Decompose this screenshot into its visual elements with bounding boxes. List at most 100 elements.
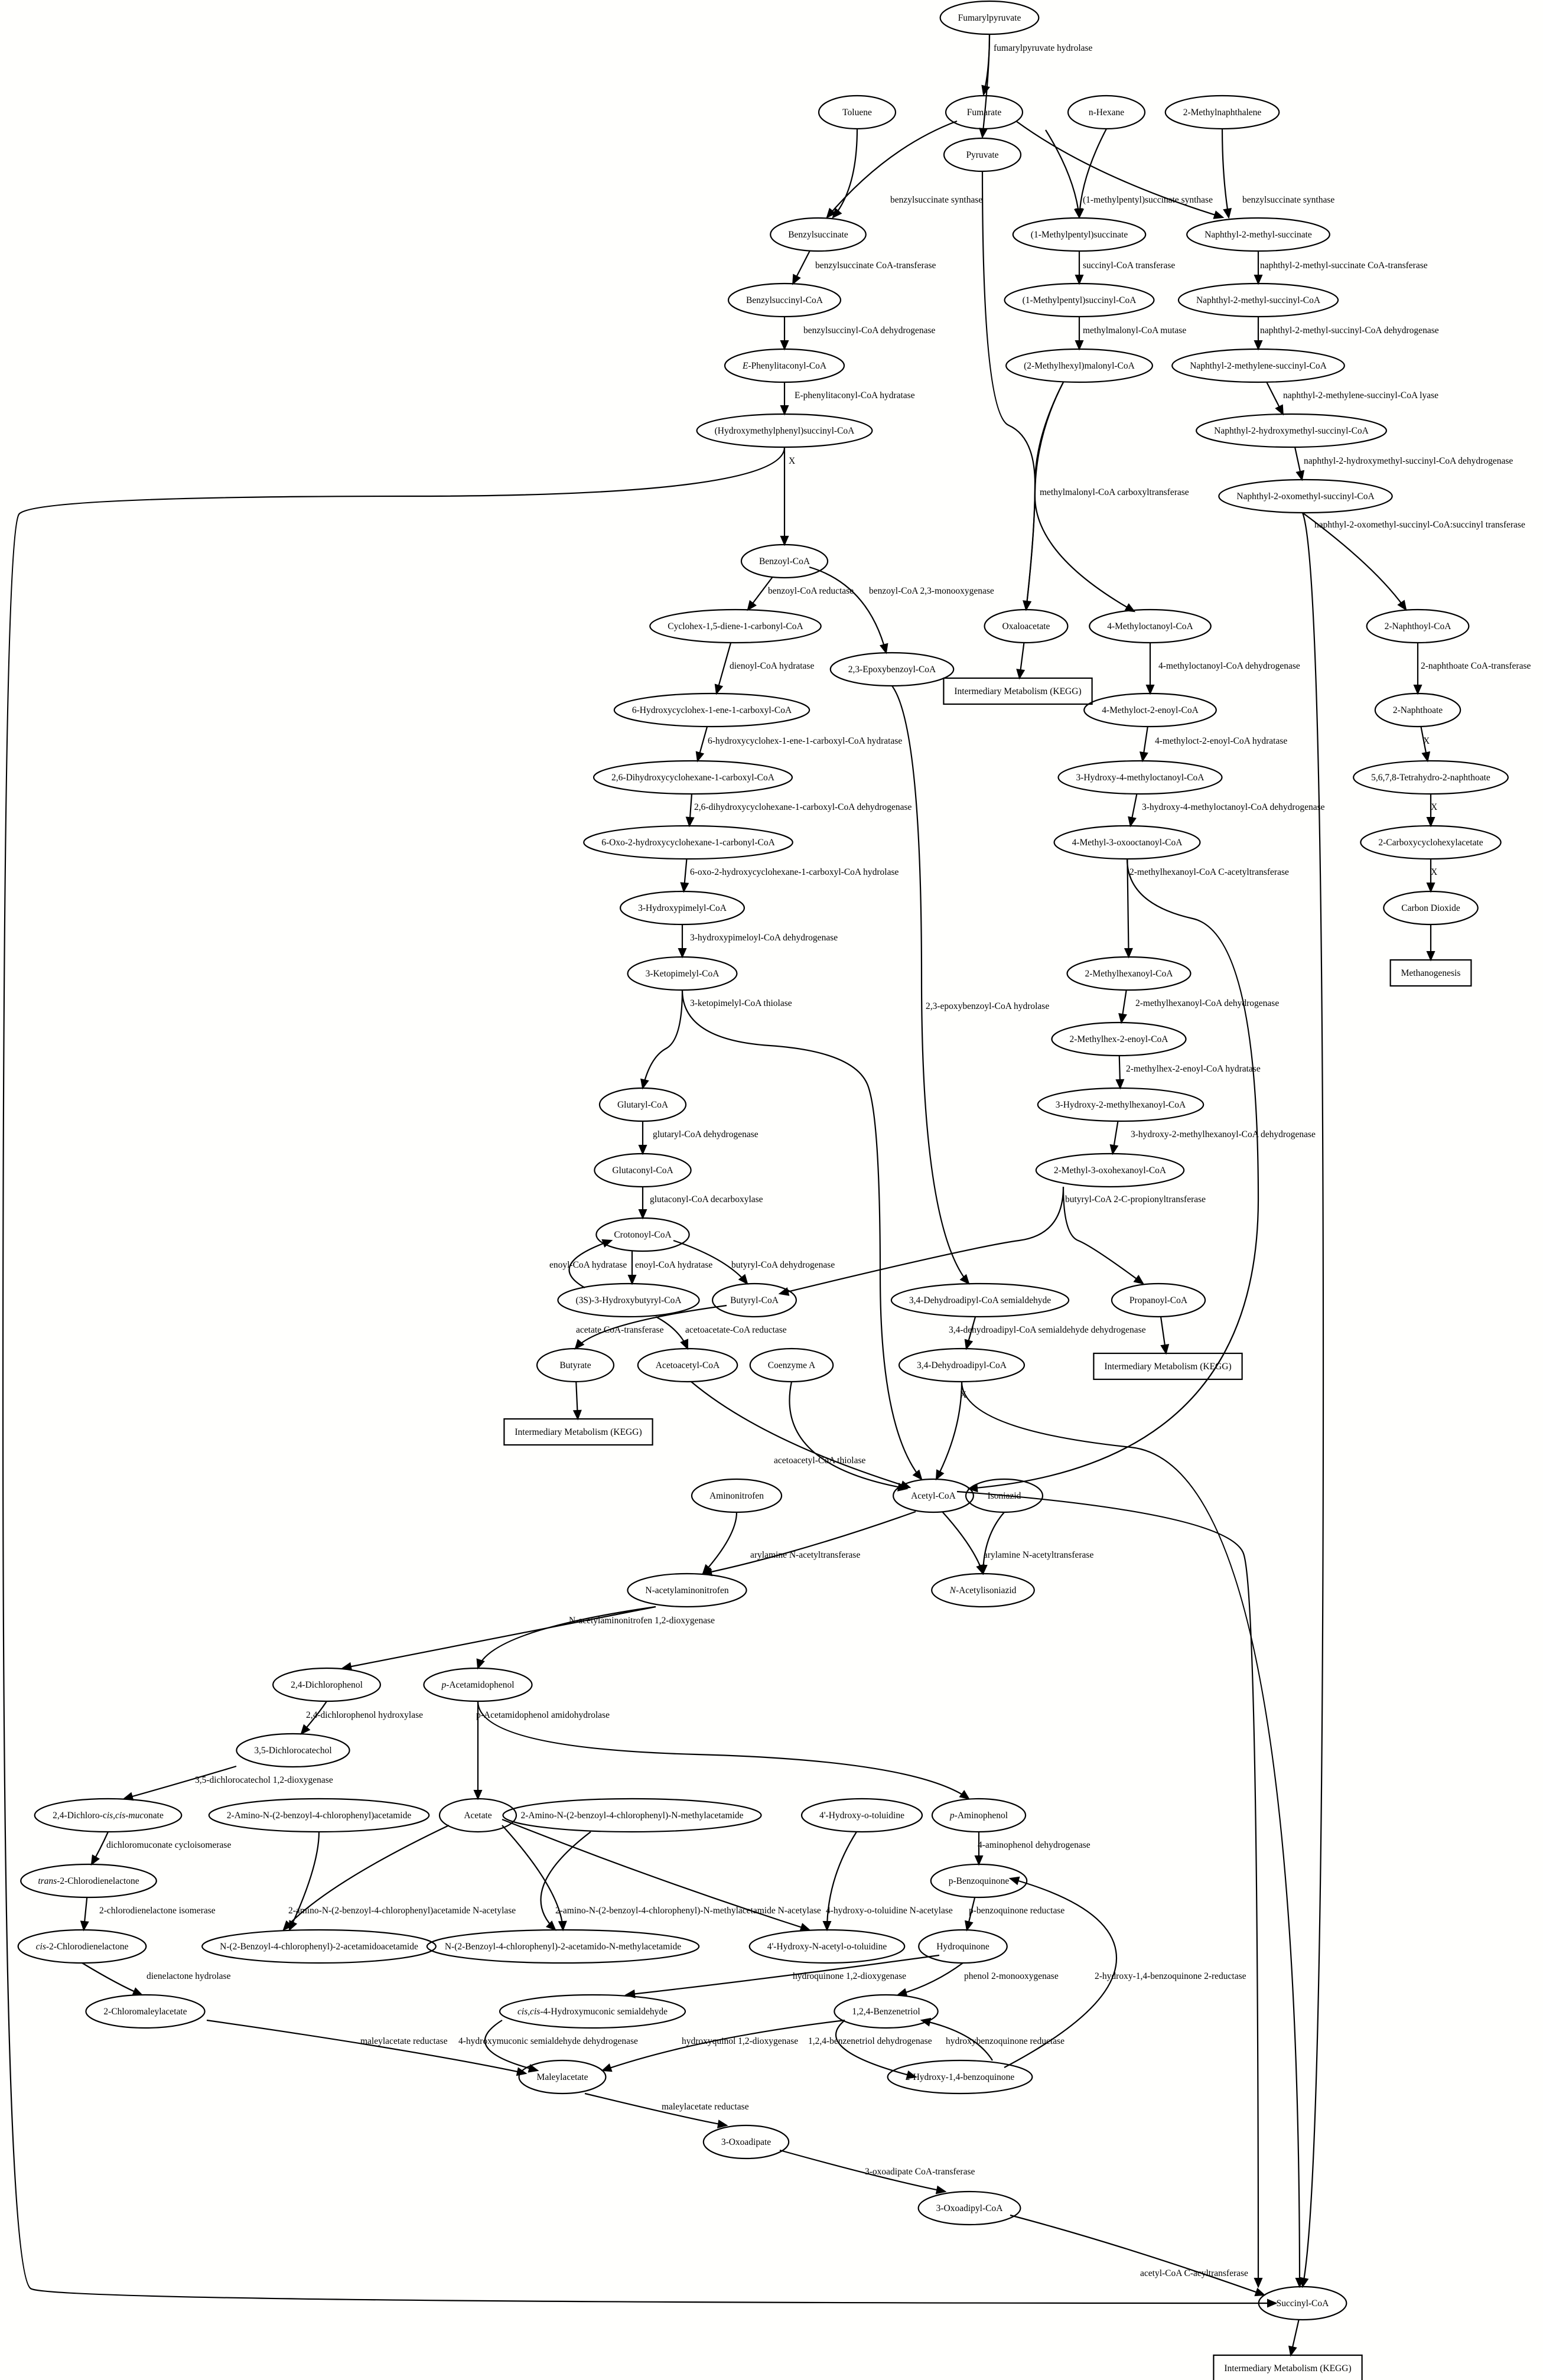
edge-label-dehydroadipylsemialdehyde-dehydrogenase: 3,4-dehydroadipyl-CoA semialdehyde dehyd… [949, 1325, 1146, 1335]
edge-label-methylmalonyl-coa-mutase: methylmalonyl-CoA mutase [1083, 325, 1186, 336]
edge-label-naphthyloxomethylsuccinyl-coa-transferase: naphthyl-2-oxomethyl-succinyl-CoA:succin… [1314, 520, 1525, 530]
node-label-benzenetriol: 1,2,4-Benzenetriol [852, 2007, 920, 2017]
edge-hydroxymethyloctanoylcoa-to-methyloxooctanoylcoa [1128, 793, 1138, 828]
edge-cischlorodienelactone-to-chloromaleylacetate [82, 1962, 144, 1996]
node-butyrylcoa: Butyryl-CoA [711, 1282, 797, 1318]
node-benzoquinone: p-Benzoquinone [930, 1863, 1028, 1899]
node-label-acetylaminonitrofen: N-acetylaminonitrofen [645, 1585, 728, 1596]
edge-acetylcoa-to-acetylisoniazid [942, 1511, 985, 1575]
edge-label-glutaryl-coa-dehydrogenase: glutaryl-CoA dehydrogenase [653, 1129, 759, 1139]
edge-ketopimelylcoa-to-glutarylcoa [640, 989, 683, 1090]
edge-methylhexenoylcoa-to-hydroxymethylhexanoylcoa [1115, 1055, 1125, 1090]
node-label-acetamidoacetamide: N-(2-Benzoyl-4-chlorophenyl)-2-acetamido… [220, 1942, 418, 1952]
edge-acetate-to-acetamidomethylacetamide [502, 1825, 567, 1932]
edge-glutaconylcoa-to-crotonoylcoa [638, 1187, 647, 1220]
node-oxoadipate: 3-Oxoadipate [702, 2124, 790, 2160]
node-label-hydroxymethylhexanoylcoa: 3-Hydroxy-2-methylhexanoyl-CoA [1056, 1100, 1186, 1110]
edge-label-acetyl-coa-acyltransferase: acetyl-CoA C-acyltransferase [1140, 2268, 1248, 2278]
edge-label-benzylsuccinate-synthase-2: benzylsuccinate synthase [1242, 195, 1334, 205]
edge-chloromaleylacetate-to-maleylacetate [206, 2019, 528, 2076]
node-dichloromuconate: 2,4-Dichloro-cis,cis-muconate [34, 1798, 183, 1833]
node-nhexane: n-Hexane [1067, 95, 1146, 130]
node-dichlorophenol: 2,4-Dichlorophenol [272, 1667, 382, 1702]
node-acetamidoacetamide: N-(2-Benzoyl-4-chlorophenyl)-2-acetamido… [201, 1929, 437, 1964]
node-aminobenzoylacetamide: 2-Amino-N-(2-benzoyl-4-chlorophenyl)acet… [208, 1798, 430, 1833]
edge-dichloromuconate-to-transchlorodienelactone [90, 1831, 109, 1866]
edge-tetrahydronaphthoate-to-carboxycyclohexylacetate [1426, 794, 1435, 828]
edge-label-hydroxymuconic-dehydrogenase: 4-hydroxymuconic semialdehyde dehydrogen… [458, 2036, 638, 2046]
node-label-benzylsuccinate: Benzylsuccinate [788, 230, 848, 240]
edge-label-hydroxymethyloctanoyl-coa-dehydrogenase: 3-hydroxy-4-methyloctanoyl-CoA dehydroge… [1142, 802, 1325, 812]
node-label-hydroxymethylphenylsuccinylcoa: (Hydroxymethylphenyl)succinyl-CoA [715, 426, 855, 436]
node-label-acetate: Acetate [464, 1811, 491, 1821]
edge-aminophenol-to-benzoquinone [974, 1832, 984, 1866]
edge-methyloxohexanoylcoa-to-propanoylcoa [1062, 1186, 1145, 1285]
node-label-toluene: Toluene [842, 108, 872, 118]
edge-label-butyryl-coa-propionyltransferase: butyryl-CoA 2-C-propionyltransferase [1065, 1194, 1206, 1204]
node-benzylsuccinylcoa: Benzylsuccinyl-CoA [727, 282, 842, 318]
node-label-methyloctanoylcoa: 4-Methyloctanoyl-CoA [1107, 621, 1193, 631]
node-label-dichlorocatechol: 3,5-Dichlorocatechol [254, 1746, 331, 1756]
node-naphthylhydroxymethylsuccinylcoa: Naphthyl-2-hydroxymethyl-succinyl-CoA [1196, 413, 1387, 448]
node-hydroxyacetyltoluidine: 4'-Hydroxy-N-acetyl-o-toluidine [748, 1929, 906, 1964]
edge-oxoadipylcoa-to-succinylcoa [1010, 2214, 1266, 2297]
edge-label-dienoyl-coa-hydratase: dienoyl-CoA hydratase [730, 661, 814, 671]
node-label-intermed2: Intermediary Metabolism (KEGG) [515, 1427, 642, 1437]
edge-label-enoyl-coa-hydratase-2: enoyl-CoA hydratase [635, 1260, 712, 1270]
node-ketopimelylcoa: 3-Ketopimelyl-CoA [627, 956, 738, 991]
node-label-aminophenol: p-Aminophenol [949, 1811, 1008, 1821]
node-label-phenylitaconylcoa: E-Phenylitaconyl-CoA [742, 361, 827, 371]
node-label-intermed3: Intermediary Metabolism (KEGG) [1104, 1362, 1231, 1372]
edge-label-aminobenzoylacetamide-acetylase: 2-amino-N-(2-benzoyl-4-chlorophenyl)acet… [288, 1906, 516, 1916]
node-tetrahydronaphthoate: 5,6,7,8-Tetrahydro-2-naphthoate [1353, 760, 1509, 795]
node-hydroxytoluidine: 4'-Hydroxy-o-toluidine [800, 1798, 923, 1833]
node-label-dehydroadipylsemialdehyde: 3,4-Dehydroadipyl-CoA semialdehyde [909, 1295, 1051, 1305]
edge-aminonitrofen-to-acetylaminonitrofen [702, 1512, 738, 1575]
node-label-aminobenzoylmethylacetamide: 2-Amino-N-(2-benzoyl-4-chlorophenyl)-N-m… [520, 1811, 743, 1821]
node-label-transchlorodienelactone: trans-2-Chlorodienelactone [38, 1876, 139, 1886]
node-methylhexylmalonylcoa: (2-Methylhexyl)malonyl-CoA [1005, 348, 1153, 383]
node-label-acetoacetylcoa: Acetoacetyl-CoA [656, 1360, 720, 1370]
edge-label-naphthylmethylenesuccinyl-coa-lyase: naphthyl-2-methylene-succinyl-CoA lyase [1283, 390, 1438, 401]
node-label-methyloctenoylcoa: 4-Methyloct-2-enoyl-CoA [1102, 705, 1199, 715]
edge-maleylacetate-to-oxoadipate [584, 2092, 728, 2129]
edge-methyloctenoylcoa-to-hydroxymethyloctanoylcoa [1139, 726, 1148, 763]
node-glutaconylcoa: Glutaconyl-CoA [594, 1152, 692, 1188]
node-intermed3: Intermediary Metabolism (KEGG) [1093, 1352, 1243, 1381]
node-label-dehydroadipylcoa: 3,4-Dehydroadipyl-CoA [917, 1360, 1007, 1370]
node-label-oxohydroxycyclohexanecoa: 6-Oxo-2-hydroxycyclohexane-1-carbonyl-Co… [601, 838, 775, 848]
edge-hydroxycyclohexenecoa-to-dihydroxycyclohexanecoa [695, 726, 708, 763]
node-hydroxymethyloctanoylcoa: 3-Hydroxy-4-methyloctanoyl-CoA [1057, 760, 1223, 795]
edge-oxohydroxycyclohexanecoa-to-hydroxypimelylcoa [680, 858, 689, 893]
node-label-naphthyloxomethylsuccinylcoa: Naphthyl-2-oxomethyl-succinyl-CoA [1236, 491, 1375, 502]
node-methylpentylsuccinate: (1-Methylpentyl)succinate [1012, 217, 1147, 252]
edge-naphthylmethylsuccinylcoa-to-naphthylmethylenesuccinylcoa [1254, 317, 1263, 351]
node-label-fumarylpyruvate: Fumarylpyruvate [958, 13, 1021, 23]
node-methylhexanoylcoa: 2-Methylhexanoyl-CoA [1066, 956, 1192, 991]
edge-benzenetriol-to-maleylacetate [601, 2019, 845, 2072]
node-label-intermed4: Intermediary Metabolism (KEGG) [1224, 2363, 1351, 2374]
edge-hydroxymethylhexanoylcoa-to-methyloxohexanoylcoa [1109, 1121, 1119, 1155]
edge-label-x-5: X [960, 1390, 966, 1400]
node-benzenetriol: 1,2,4-Benzenetriol [834, 1994, 939, 2029]
edge-label-naphthylmethylsuccinyl-coa-dehydrogenase: naphthyl-2-methyl-succinyl-CoA dehydroge… [1260, 325, 1439, 336]
node-label-naphthylmethylenesuccinylcoa: Naphthyl-2-methylene-succinyl-CoA [1190, 361, 1327, 371]
edge-label-benzenetriol-dehydrogenase: 1,2,4-benzenetriol dehydrogenase [808, 2036, 932, 2046]
node-label-methylpentylsuccinylcoa: (1-Methylpentyl)succinyl-CoA [1023, 295, 1137, 305]
node-label-naphthylhydroxymethylsuccinylcoa: Naphthyl-2-hydroxymethyl-succinyl-CoA [1214, 426, 1369, 436]
node-aminonitrofen: Aminonitrofen [691, 1478, 783, 1513]
node-label-coenzymea: Coenzyme A [768, 1360, 816, 1370]
edge-hydroxymuconicsemialdehyde-to-maleylacetate [484, 2020, 539, 2073]
edge-naphthoate-to-tetrahydronaphthoate [1420, 726, 1431, 763]
node-label-succinylcoa: Succinyl-CoA [1277, 2298, 1329, 2309]
edge-label-benzylsuccinyl-coa-dehydrogenase: benzylsuccinyl-CoA dehydrogenase [803, 325, 936, 336]
node-label-methylpentylsuccinate: (1-Methylpentyl)succinate [1031, 230, 1128, 240]
edge-acetylaminonitrofen-to-acetamidophenol [476, 1606, 656, 1670]
edge-naphthyloxomethylsuccinylcoa-to-succinylcoa [1300, 512, 1324, 2288]
edge-label-acetamidophenol-amidohydrolase: p-Acetamidophenol amidohydrolase [476, 1710, 610, 1720]
node-label-chloromaleylacetate: 2-Chloromaleylacetate [103, 2007, 187, 2017]
edge-label-hydroquinone-dioxygenase: hydroquinone 1,2-dioxygenase [793, 1971, 906, 1981]
edge-label-epoxybenzoyl-coa-hydrolase: 2,3-epoxybenzoyl-CoA hydrolase [926, 1001, 1049, 1011]
